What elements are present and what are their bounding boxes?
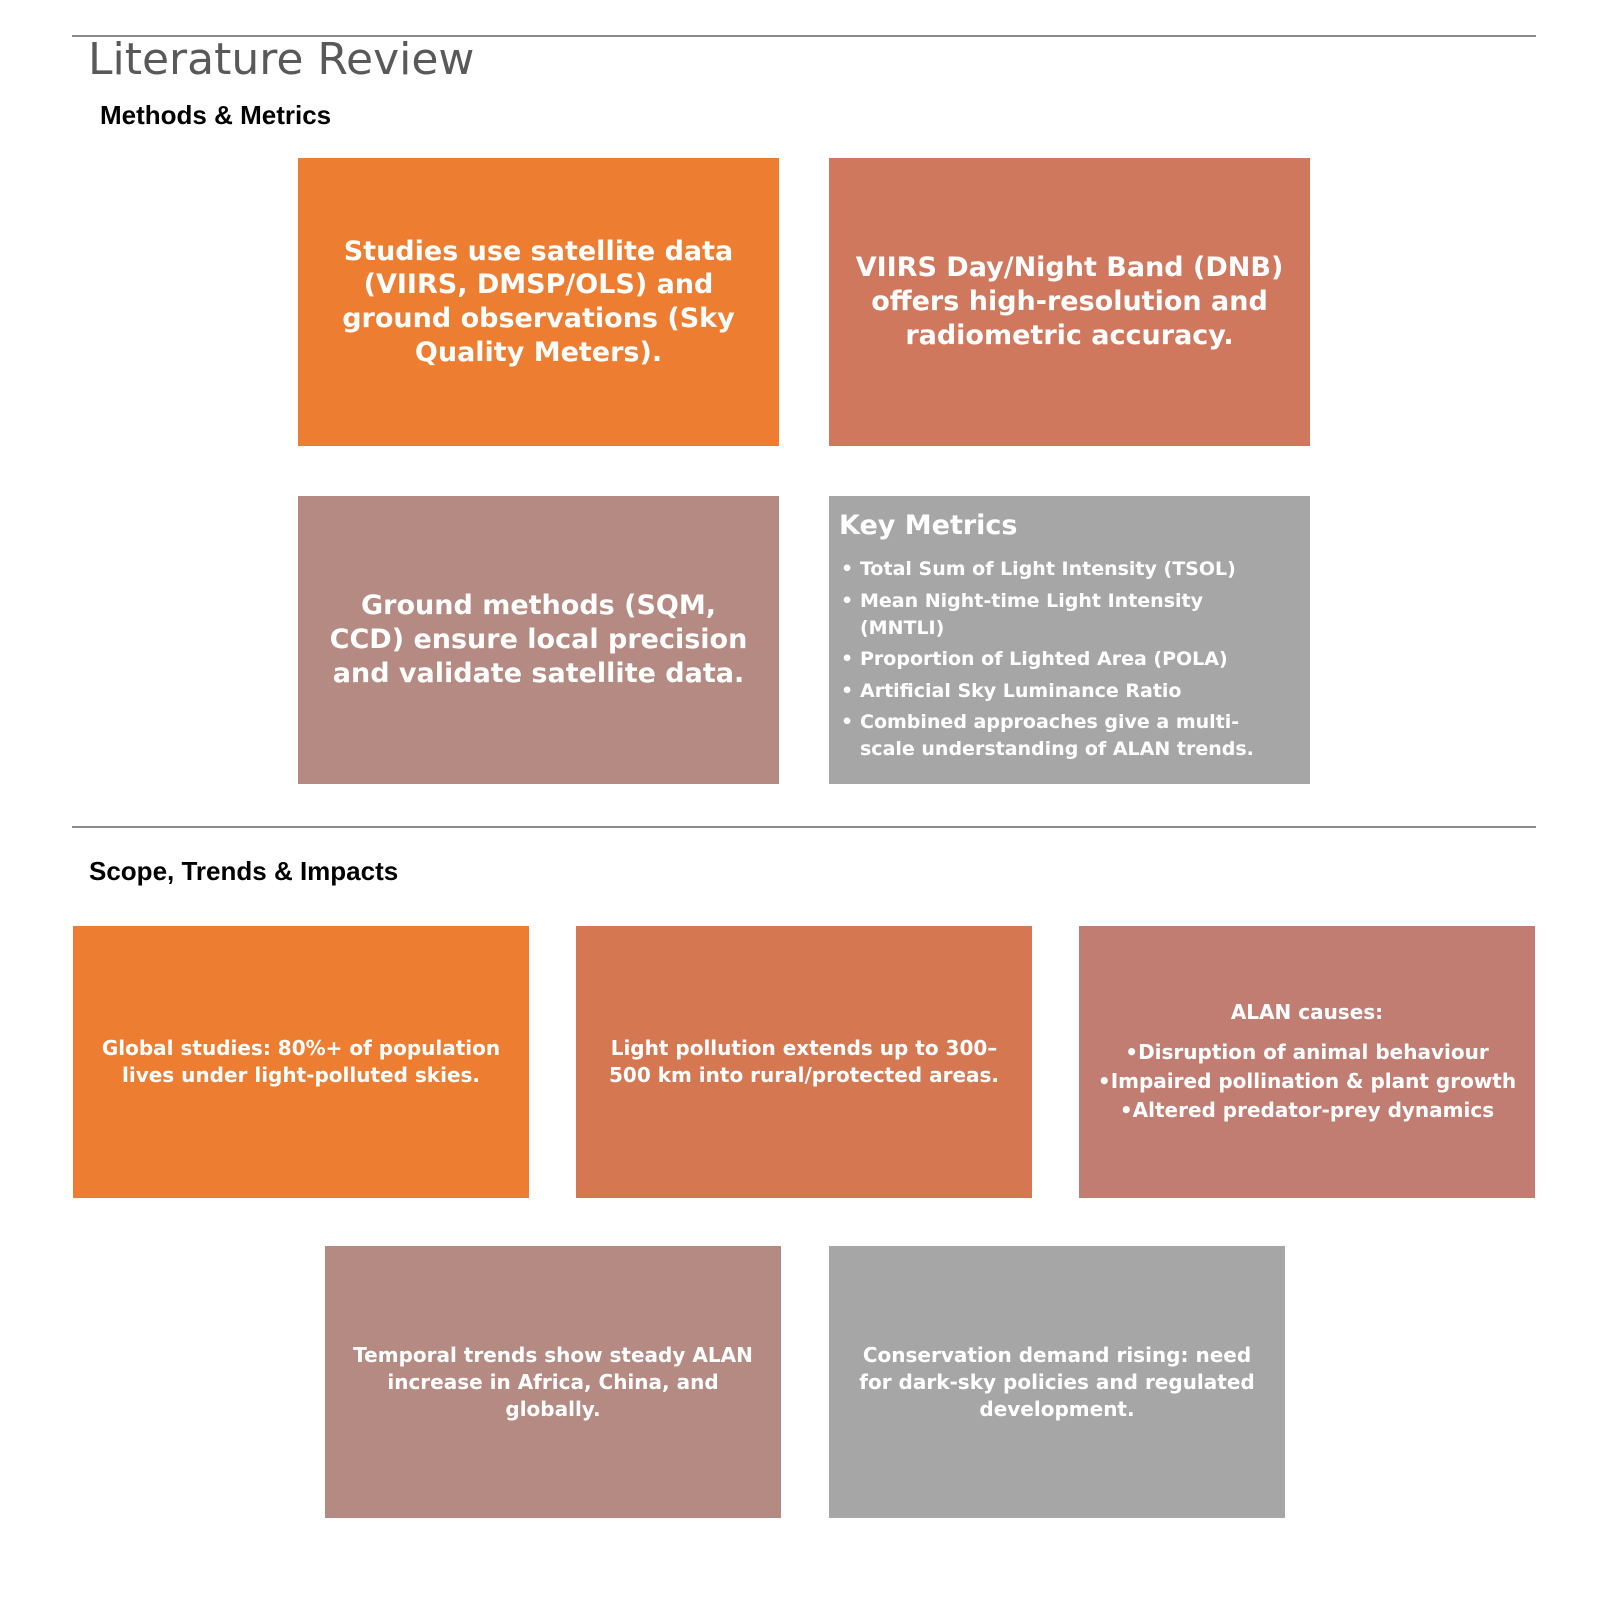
alan-causes-card: ALAN causes: Disruption of animal behavi… <box>1079 926 1535 1198</box>
metric-pola: Proportion of Lighted Area (POLA) <box>839 646 1290 673</box>
viirs-dnb-card: VIIRS Day/Night Band (DNB) offers high-r… <box>829 158 1310 446</box>
alan-causes-list: Disruption of animal behaviour Impaired … <box>1098 1038 1516 1125</box>
light-extent-text: Light pollution extends up to 300–500 km… <box>608 1036 1000 1087</box>
alan-causes-heading: ALAN causes: <box>1230 999 1384 1024</box>
conservation-text: Conservation demand rising: need for dar… <box>859 1342 1255 1421</box>
middle-divider <box>72 826 1536 828</box>
page-title: Literature Review <box>88 34 475 85</box>
key-metrics-list: Total Sum of Light Intensity (TSOL) Mean… <box>839 556 1290 767</box>
scope-section-title: Scope, Trends & Impacts <box>89 856 399 886</box>
ground-methods-text: Ground methods (SQM, CCD) ensure local p… <box>329 590 748 689</box>
cause-animal-behaviour: Disruption of animal behaviour <box>1098 1038 1516 1067</box>
temporal-trends-card: Temporal trends show steady ALAN increas… <box>325 1246 781 1518</box>
conservation-card: Conservation demand rising: need for dar… <box>829 1246 1285 1518</box>
metric-mntli: Mean Night-time Light Intensity (MNTLI) <box>839 588 1290 641</box>
metric-combined: Combined approaches give a multi-scale u… <box>839 709 1290 762</box>
key-metrics-card: Key Metrics Total Sum of Light Intensity… <box>829 496 1310 784</box>
global-studies-card: Global studies: 80%+ of population lives… <box>73 926 529 1198</box>
metric-tsol: Total Sum of Light Intensity (TSOL) <box>839 556 1290 583</box>
global-studies-text: Global studies: 80%+ of population lives… <box>101 1036 501 1087</box>
viirs-dnb-text: VIIRS Day/Night Band (DNB) offers high-r… <box>855 252 1284 351</box>
methods-section-title: Methods & Metrics <box>100 100 332 130</box>
cause-predator-prey: Altered predator-prey dynamics <box>1098 1096 1516 1125</box>
satellite-data-card: Studies use satellite data (VIIRS, DMSP/… <box>298 158 779 446</box>
cause-pollination: Impaired pollination & plant growth <box>1098 1067 1516 1096</box>
ground-methods-card: Ground methods (SQM, CCD) ensure local p… <box>298 496 779 784</box>
light-extent-card: Light pollution extends up to 300–500 km… <box>576 926 1032 1198</box>
temporal-trends-text: Temporal trends show steady ALAN increas… <box>353 1342 753 1421</box>
key-metrics-heading: Key Metrics <box>839 510 1018 541</box>
top-divider <box>72 35 1536 37</box>
metric-sky-luminance: Artificial Sky Luminance Ratio <box>839 678 1290 705</box>
satellite-data-text: Studies use satellite data (VIIRS, DMSP/… <box>342 235 735 368</box>
